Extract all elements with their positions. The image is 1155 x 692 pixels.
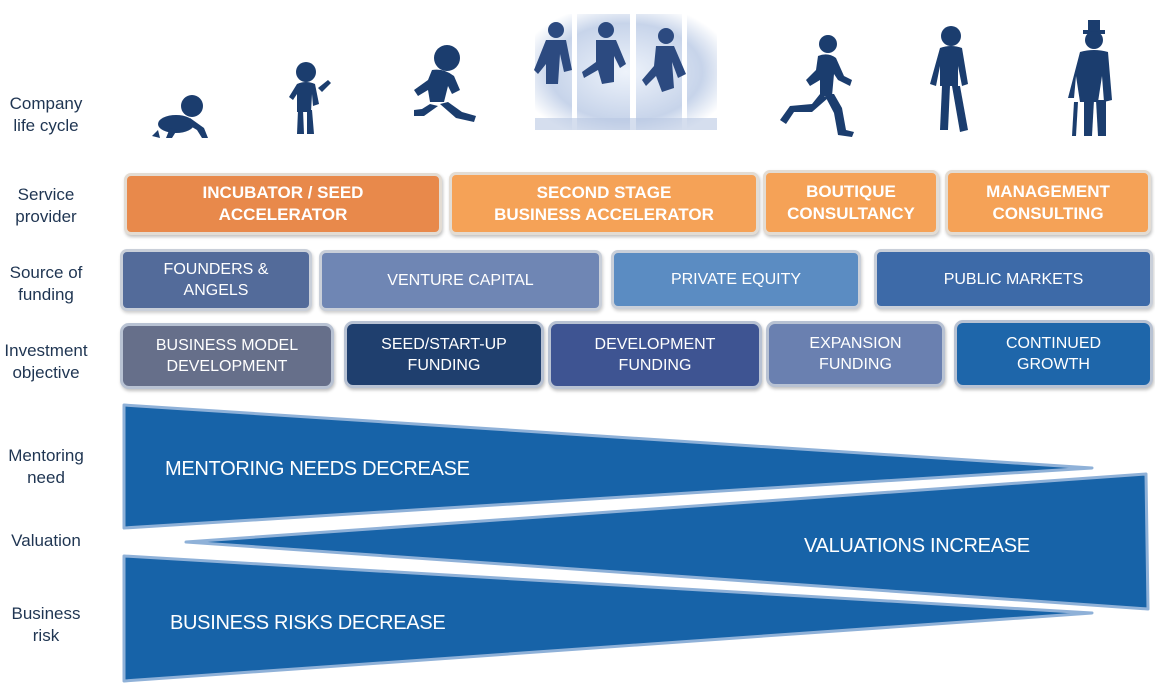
service-provider-label: INCUBATOR / SEED ACCELERATOR	[202, 183, 364, 224]
row-label-investment-objective: Investment objective	[4, 341, 88, 382]
row-label-valuation: Valuation	[11, 531, 81, 550]
funding-private-equity: PRIVATE EQUITY	[611, 250, 861, 309]
service-incubator-seed-accelerator: INCUBATOR / SEED ACCELERATOR	[124, 173, 442, 235]
investment-label: EXPANSION FUNDING	[809, 335, 902, 373]
service-provider-label: SECOND STAGE BUSINESS ACCELERATOR	[494, 182, 714, 224]
service-provider-label: MANAGEMENT CONSULTING	[986, 181, 1110, 223]
risk-wedge-label: BUSINESS RISKS DECREASE	[170, 612, 446, 634]
service-boutique-consultancy: BOUTIQUE CONSULTANCY	[763, 170, 939, 235]
investment-label: SEED/START-UP FUNDING	[381, 335, 507, 374]
service-management-consulting: MANAGEMENT CONSULTING	[945, 170, 1151, 235]
funding-venture-capital: VENTURE CAPITAL	[319, 250, 602, 311]
row-label-service-provider: Service provider	[15, 185, 77, 226]
investment-development-funding: DEVELOPMENT FUNDING	[548, 321, 762, 389]
row-label-source-of-funding: Source of funding	[9, 263, 83, 304]
funding-label: PRIVATE EQUITY	[670, 271, 802, 288]
funding-label: PUBLIC MARKETS	[943, 270, 1084, 288]
mentoring-wedge-label: MENTORING NEEDS DECREASE	[165, 458, 470, 480]
funding-founders-angels: FOUNDERS & ANGELS	[120, 249, 312, 311]
service-provider-label: BOUTIQUE CONSULTANCY	[787, 181, 915, 223]
funding-label: FOUNDERS & ANGELS	[163, 261, 269, 299]
row-label-business-risk: Business risk	[11, 604, 81, 645]
baby-crawling-icon	[152, 95, 208, 138]
life-cycle-figures	[152, 14, 1112, 138]
man-walking-icon	[930, 26, 968, 132]
investment-label: CONTINUED GROWTH	[1005, 335, 1102, 373]
valuation-wedge-label: VALUATIONS INCREASE	[804, 535, 1030, 557]
teens-jumping-photo	[534, 14, 717, 130]
investment-label: DEVELOPMENT FUNDING	[594, 336, 716, 374]
child-jumping-icon	[414, 45, 476, 122]
funding-label: VENTURE CAPITAL	[387, 272, 534, 289]
row-label-life-cycle: Company life cycle	[9, 94, 83, 135]
investment-continued-growth: CONTINUED GROWTH	[954, 320, 1153, 388]
investment-label: BUSINESS MODEL DEVELOPMENT	[155, 337, 299, 375]
row-label-mentoring-need: Mentoring need	[8, 446, 84, 487]
elder-walking-cane-icon	[1068, 20, 1112, 136]
toddler-walking-icon	[289, 62, 331, 134]
funding-public-markets: PUBLIC MARKETS	[874, 249, 1153, 309]
investment-seed-startup-funding: SEED/START-UP FUNDING	[344, 321, 544, 388]
investment-expansion-funding: EXPANSION FUNDING	[766, 321, 945, 387]
adult-running-icon	[780, 35, 854, 137]
service-second-stage-business-accelerator: SECOND STAGE BUSINESS ACCELERATOR	[449, 172, 759, 235]
investment-business-model-development: BUSINESS MODEL DEVELOPMENT	[120, 323, 334, 389]
